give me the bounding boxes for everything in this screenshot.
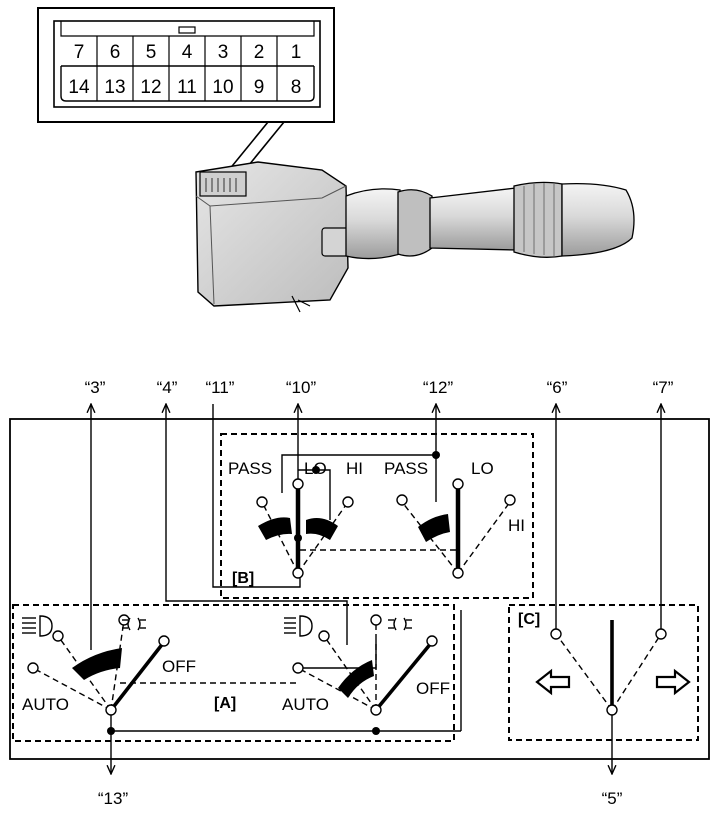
- right-arrow-icon: [655, 668, 691, 696]
- off-label-left: OFF: [162, 657, 196, 676]
- pin-1: 1: [291, 42, 302, 63]
- pin-3: 3: [218, 42, 229, 63]
- pin-7: 7: [74, 42, 85, 63]
- hi-label-right: HI: [508, 516, 525, 535]
- auto-label-left: AUTO: [22, 695, 69, 714]
- tail-light-icon: [122, 617, 146, 631]
- pin-12: 12: [140, 77, 161, 98]
- pin-14: 14: [68, 77, 90, 98]
- terminal-12-label: “12”: [423, 378, 454, 397]
- section-c-box: [508, 604, 699, 741]
- headlight-icon: [22, 615, 53, 637]
- lo-label-right: LO: [471, 459, 494, 478]
- headlight-icon: [284, 615, 313, 637]
- section-b-box: [220, 433, 534, 599]
- switch-outline: [9, 418, 710, 760]
- pass-label-right: PASS: [384, 459, 428, 478]
- combination-switch-illustration: [195, 161, 635, 313]
- terminal-11-label: “11”: [206, 378, 235, 397]
- terminal-10-label: “10”: [286, 378, 317, 397]
- pin-2: 2: [254, 42, 265, 63]
- pass-label-left: PASS: [228, 459, 272, 478]
- terminal-6-label: “6”: [547, 378, 568, 397]
- section-a-box: [12, 604, 455, 742]
- terminal-13-label: “13”: [98, 789, 129, 808]
- pin-4: 4: [182, 42, 193, 63]
- pin-5: 5: [146, 42, 157, 63]
- section-b-label: [B]: [232, 570, 254, 587]
- pin-13: 13: [104, 77, 125, 98]
- left-arrow-icon: [535, 668, 571, 696]
- pin-11: 11: [177, 77, 197, 98]
- pin-9: 9: [254, 77, 265, 98]
- terminal-5-label: “5”: [602, 789, 623, 808]
- schematic: [9, 404, 710, 774]
- section-c-label: [C]: [518, 611, 540, 628]
- tail-light-icon: [388, 617, 412, 631]
- terminal-3-label: “3”: [85, 378, 106, 397]
- pin-6: 6: [110, 42, 121, 63]
- connector-callout: 7 6 5 4 3 2 1 14 13 12 11 10 9 8: [37, 7, 335, 177]
- lo-label-left: LO: [304, 459, 327, 478]
- hi-label-left: HI: [346, 459, 363, 478]
- pin-10: 10: [212, 77, 233, 98]
- off-label-right: OFF: [416, 679, 450, 698]
- auto-label-right: AUTO: [282, 695, 329, 714]
- terminal-7-label: “7”: [653, 378, 674, 397]
- terminal-4-label: “4”: [157, 378, 178, 397]
- pin-8: 8: [291, 77, 302, 98]
- section-a-label: [A]: [214, 695, 236, 712]
